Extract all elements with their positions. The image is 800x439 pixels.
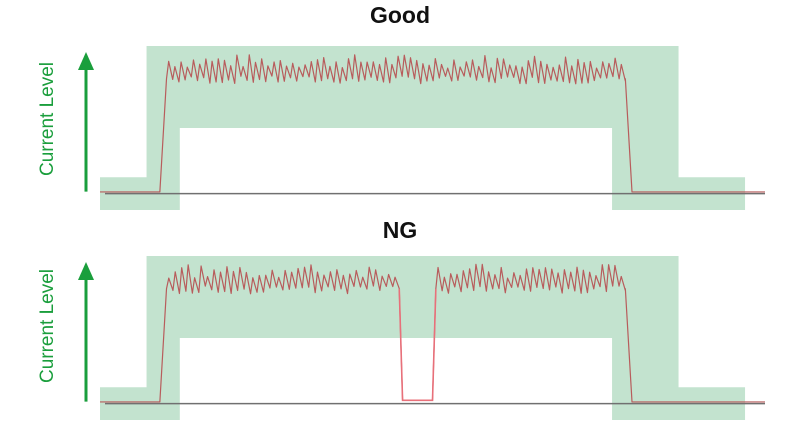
tolerance-band — [100, 46, 746, 210]
y-axis-arrow-head — [78, 262, 94, 280]
chart-title-good: Good — [369, 2, 431, 28]
tolerance-band — [100, 256, 746, 420]
signal-drop — [398, 288, 437, 402]
y-axis-arrow-head — [78, 52, 94, 70]
signal-line — [100, 263, 765, 403]
chart-ng — [78, 256, 765, 420]
chart-title-ng: NG — [382, 217, 418, 243]
signal-line — [100, 54, 765, 193]
chart-good — [78, 46, 765, 210]
